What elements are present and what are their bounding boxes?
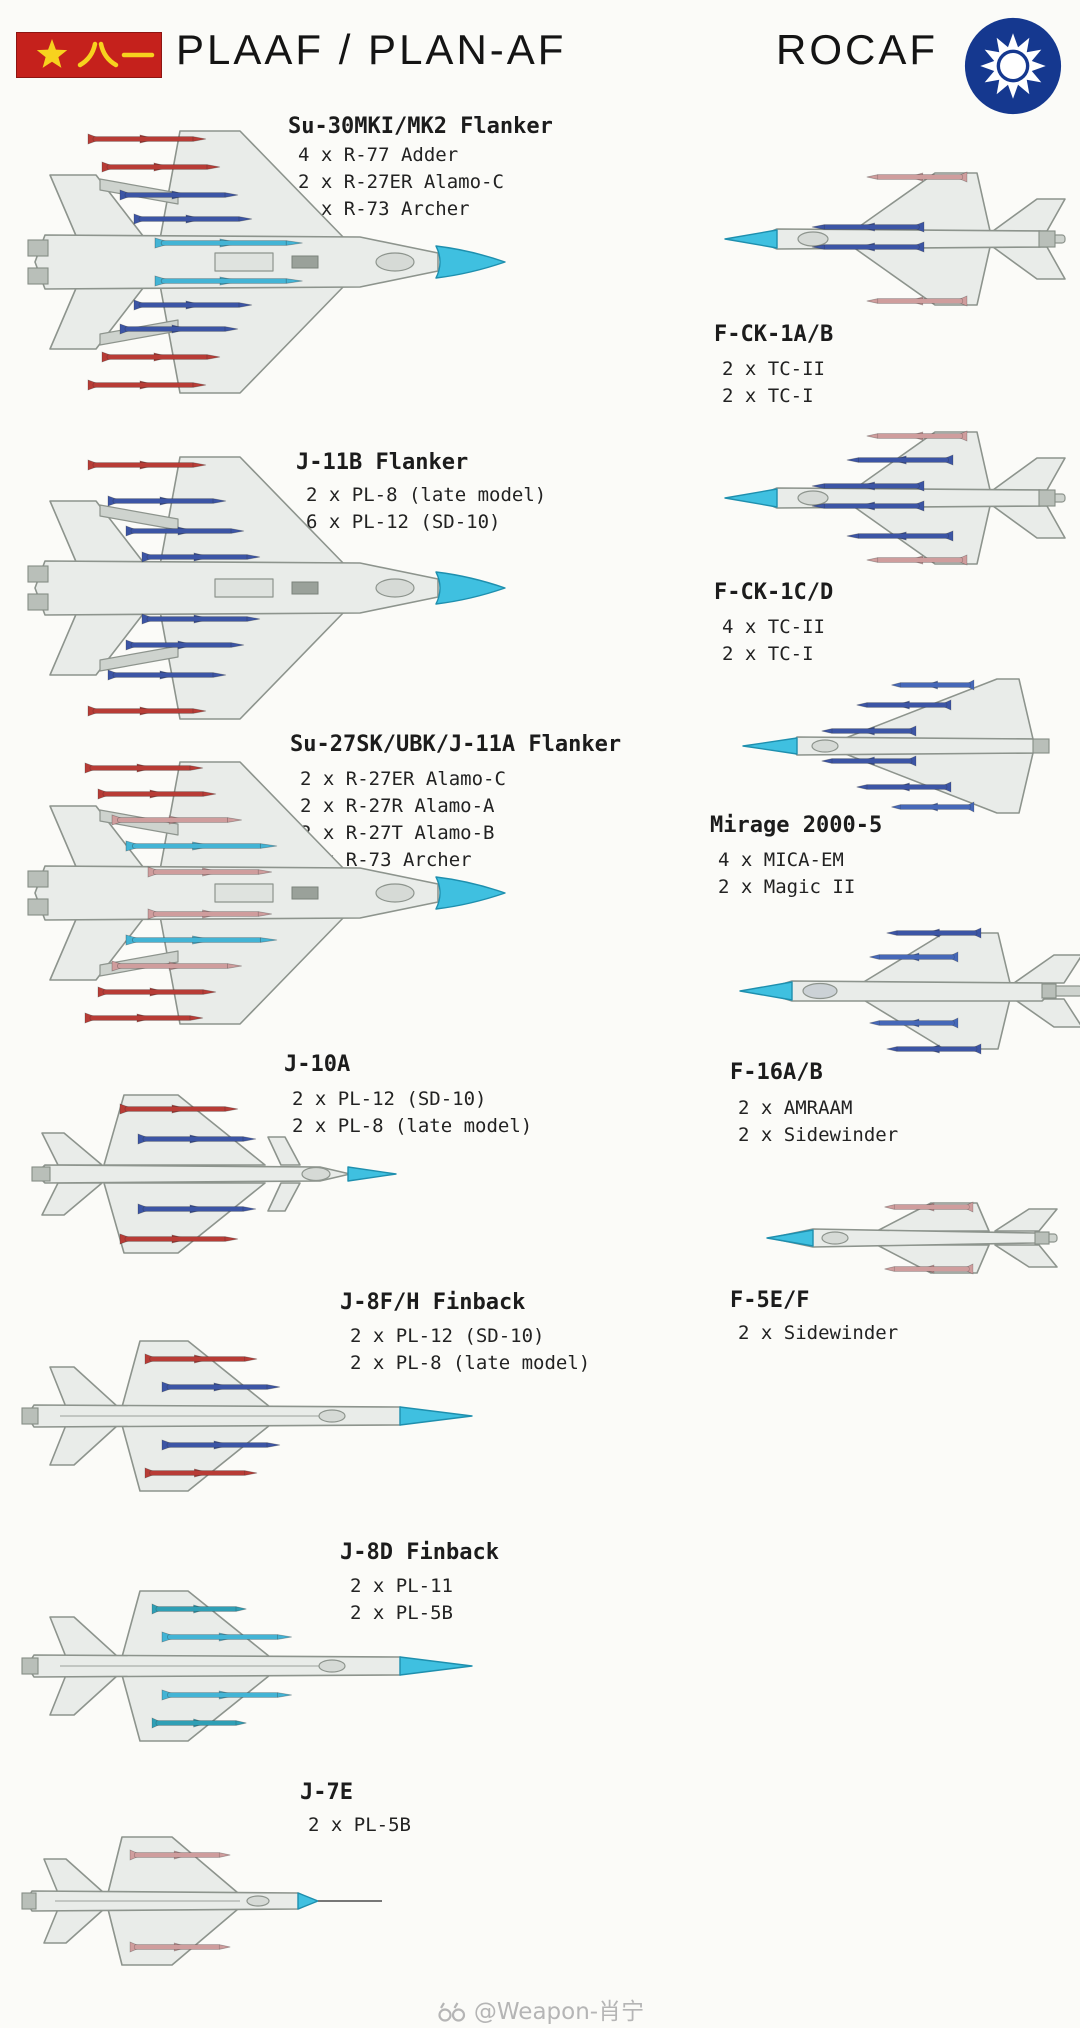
j-8d-silhouette xyxy=(21,1590,473,1742)
plaaf-title: PLAAF / PLAN-AF xyxy=(176,26,567,73)
f-ck-1cd-silhouette xyxy=(724,430,1066,566)
aircraft-name: Su-27SK/UBK/J-11A Flanker xyxy=(290,732,622,757)
aircraft-name: F-CK-1C/D xyxy=(714,580,834,605)
loadout-line: 4 x TC-II xyxy=(722,616,825,638)
ba-yi-emblem xyxy=(77,41,155,68)
aircraft-name: J-8D Finback xyxy=(340,1540,499,1565)
pla-flag-icon xyxy=(16,32,162,78)
aircraft-name: F-16A/B xyxy=(730,1060,823,1085)
loadout-list: 2 x PL-12 (SD-10) 2 x PL-8 (late model) xyxy=(292,1086,532,1140)
loadout-list: 4 x TC-II 2 x TC-I xyxy=(722,614,825,668)
watermark: @Weapon-肖宁 xyxy=(0,1992,1080,2026)
su-30-silhouette xyxy=(27,130,506,394)
aircraft-name: J-8F/H Finback xyxy=(340,1290,526,1315)
j-8fh-silhouette xyxy=(21,1340,473,1492)
loadout-line: 2 x PL-11 xyxy=(350,1575,453,1597)
loadout-line: 2 x TC-I xyxy=(722,643,814,665)
loadout-line: 2 x R-27ER Alamo-C xyxy=(298,171,504,193)
aircraft-name: J-11B Flanker xyxy=(296,450,469,475)
loadout-line: 2 x AMRAAM xyxy=(738,1097,853,1119)
loadout-list: 2 x Sidewinder xyxy=(738,1320,898,1347)
roc-roundel-icon xyxy=(964,17,1062,115)
rocaf-title: ROCAF xyxy=(776,26,938,73)
loadout-list: 4 x R-77 Adder 2 x R-27ER Alamo-C 4 x R-… xyxy=(298,142,504,223)
aircraft-name: F-5E/F xyxy=(730,1288,810,1313)
su-27-silhouette xyxy=(27,761,506,1025)
j-7e-silhouette xyxy=(21,1836,383,1966)
aircraft-name: J-7E xyxy=(300,1780,353,1805)
loadout-line: 2 x PL-8 (late model) xyxy=(350,1352,591,1374)
watermark-text: @Weapon-肖宁 xyxy=(473,1999,645,2025)
loadout-line: 2 x Sidewinder xyxy=(738,1124,899,1146)
loadout-line: 2 x PL-12 (SD-10) xyxy=(350,1325,545,1347)
j-10a-silhouette xyxy=(31,1094,397,1254)
loadout-line: 2 x PL-5B xyxy=(308,1814,411,1836)
loadout-line: 4 x R-77 Adder xyxy=(298,144,459,166)
loadout-list: 2 x AMRAAM 2 x Sidewinder xyxy=(738,1095,898,1149)
j-11b-silhouette xyxy=(27,456,506,720)
aircraft-name: Su-30MKI/MK2 Flanker xyxy=(288,114,553,139)
loadout-line: 2 x Magic II xyxy=(718,876,856,898)
loadout-list: 2 x PL-5B xyxy=(308,1812,411,1839)
loadout-list: 2 x PL-11 2 x PL-5B xyxy=(350,1573,453,1627)
loadout-line: 2 x R-27R Alamo-A xyxy=(300,795,495,817)
loadout-line: 6 x PL-12 (SD-10) xyxy=(306,511,501,533)
loadout-line: 2 x Sidewinder xyxy=(738,1322,899,1344)
loadout-line: 2 x PL-5B xyxy=(350,1602,453,1624)
loadout-line: 4 x MICA-EM xyxy=(718,849,844,871)
loadout-line: 4 x R-73 Archer xyxy=(298,198,470,220)
loadout-line: 2 x R-27ER Alamo-C xyxy=(300,768,506,790)
loadout-line: 2 x R-27T Alamo-B xyxy=(300,822,495,844)
loadout-list: 2 x PL-12 (SD-10) 2 x PL-8 (late model) xyxy=(350,1323,590,1377)
loadout-line: 4 x R-73 Archer xyxy=(300,849,472,871)
aircraft-name: F-CK-1A/B xyxy=(714,322,834,347)
loadout-list: 4 x MICA-EM 2 x Magic II xyxy=(718,847,855,901)
loadout-list: 2 x TC-II 2 x TC-I xyxy=(722,356,825,410)
loadout-line: 2 x PL-8 (late model) xyxy=(306,484,547,506)
f-ck-1ab-silhouette xyxy=(724,171,1066,307)
loadout-line: 2 x TC-II xyxy=(722,358,825,380)
aircraft-name: Mirage 2000-5 xyxy=(710,813,883,838)
weibo-eye-icon xyxy=(438,2002,466,2022)
loadout-line: 2 x TC-I xyxy=(722,385,814,407)
loadout-line: 2 x PL-8 (late model) xyxy=(292,1115,533,1137)
loadout-list: 2 x R-27ER Alamo-C 2 x R-27R Alamo-A 2 x… xyxy=(300,766,506,874)
loadout-list: 2 x PL-8 (late model) 6 x PL-12 (SD-10) xyxy=(306,482,546,536)
aircraft-name: J-10A xyxy=(284,1052,351,1077)
loadout-line: 2 x PL-12 (SD-10) xyxy=(292,1088,487,1110)
